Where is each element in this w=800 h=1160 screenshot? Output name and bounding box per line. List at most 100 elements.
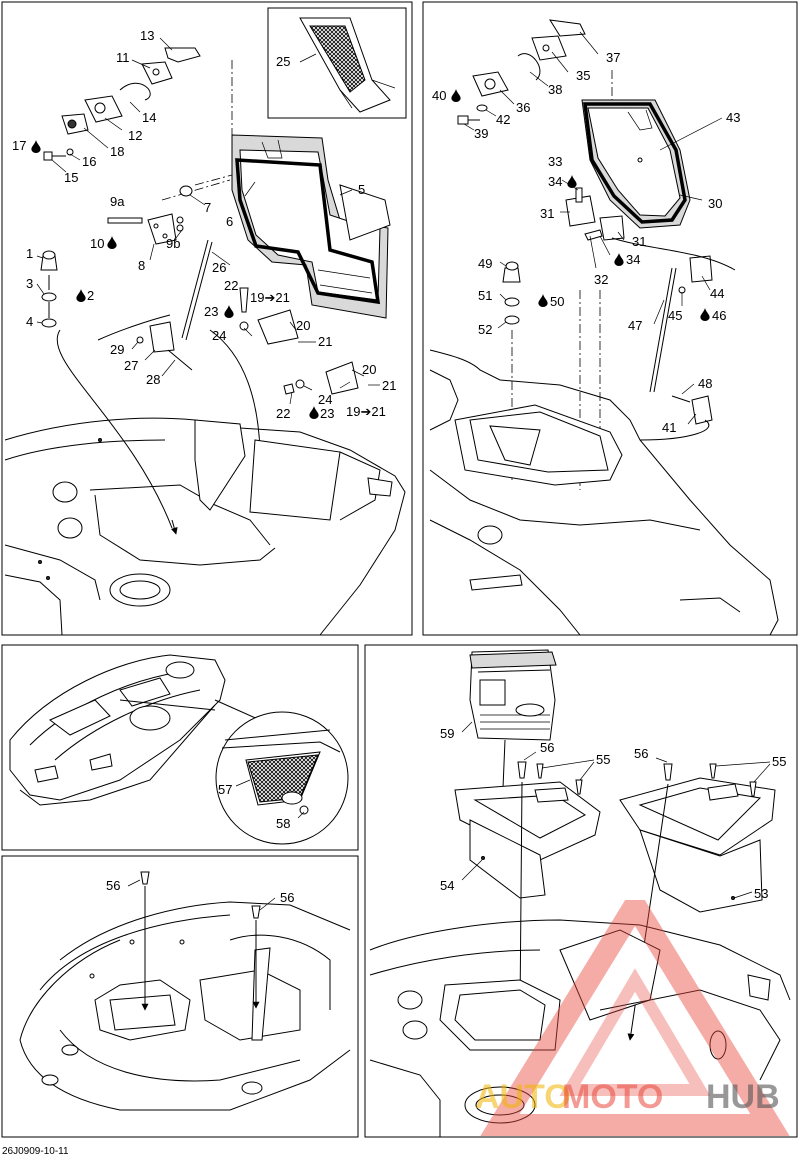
callout-24b: 24 (318, 392, 332, 407)
glue-drop-50 (538, 294, 547, 307)
callout-30: 30 (708, 196, 722, 211)
callout-40: 40 (432, 88, 446, 103)
callout-51: 51 (478, 288, 492, 303)
glue-drop-34a (567, 175, 576, 188)
callout-59: 59 (440, 726, 454, 741)
bow-screws-leaders (127, 879, 276, 911)
callout-55b: 55 (772, 754, 786, 769)
callout-33: 33 (548, 154, 562, 169)
callout-21b: 21 (382, 378, 396, 393)
callout-16: 16 (82, 154, 96, 169)
callout-11: 11 (116, 50, 130, 65)
panel-cooler-bin (364, 644, 798, 1138)
callout-41: 41 (662, 420, 676, 435)
callout-52: 52 (478, 322, 492, 337)
callout-50: 50 (550, 294, 564, 309)
callout-37: 37 (606, 50, 620, 65)
callout-36: 36 (516, 100, 530, 115)
callout-3: 3 (26, 276, 33, 291)
callout-56d: 56 (634, 746, 648, 761)
callout-46: 46 (712, 308, 726, 323)
callout-53: 53 (754, 886, 768, 901)
callout-26: 26 (212, 260, 226, 275)
glue-drop-40 (451, 89, 460, 102)
callout-56b: 56 (280, 890, 294, 905)
callout-42: 42 (496, 112, 510, 127)
callout-27: 27 (124, 358, 138, 373)
callout-7: 7 (204, 200, 211, 215)
callout-6: 6 (226, 214, 233, 229)
callout-14: 14 (142, 110, 156, 125)
callout-22a: 22 (224, 278, 238, 293)
callout-55a: 55 (596, 752, 610, 767)
callout-10: 10 (90, 236, 104, 251)
callout-20a: 20 (296, 318, 310, 333)
callout-21a: 21 (318, 334, 332, 349)
callout-4: 4 (26, 314, 33, 329)
glue-drop-17 (31, 140, 40, 153)
watermark-triangle (480, 900, 790, 1136)
callout-28: 28 (146, 372, 160, 387)
panel-bow-screws (1, 855, 359, 1138)
inset-mesh-net (267, 7, 407, 119)
callout-19b: 19➔21 (346, 404, 386, 419)
callout-24a: 24 (212, 328, 226, 343)
callout-47: 47 (628, 318, 642, 333)
rear-storage-drawing (429, 19, 779, 636)
callout-48: 48 (698, 376, 712, 391)
callout-20b: 20 (362, 362, 376, 377)
callout-2: 2 (87, 288, 94, 303)
callout-34b: 34 (626, 252, 640, 267)
callout-5: 5 (358, 182, 365, 197)
callout-1: 1 (26, 246, 33, 261)
glue-drop-46 (700, 308, 709, 321)
callout-25: 25 (276, 54, 290, 69)
callout-34a: 34 (548, 174, 562, 189)
callout-17: 17 (12, 138, 26, 153)
cooler-bin-leaders (461, 721, 771, 899)
glue-drop-23b (309, 406, 318, 419)
callout-22b: 22 (276, 406, 290, 421)
callout-29: 29 (110, 342, 124, 357)
callout-54: 54 (440, 878, 454, 893)
panel-console-glovebox (1, 644, 359, 851)
callout-31a: 31 (540, 206, 554, 221)
bow-screws-drawing (19, 871, 351, 1111)
callout-56c: 56 (540, 740, 554, 755)
watermark-hub: HUB (706, 1078, 780, 1116)
glue-drop-2 (76, 289, 85, 302)
callout-43: 43 (726, 110, 740, 125)
callout-57: 57 (218, 782, 232, 797)
glue-drop-10 (107, 236, 116, 249)
callout-39: 39 (474, 126, 488, 141)
panel-front-storage (1, 1, 413, 636)
front-storage-drawing (4, 17, 406, 636)
callout-38: 38 (548, 82, 562, 97)
watermark-auto: AUTO (475, 1078, 571, 1116)
callout-23b: 23 (320, 406, 334, 421)
glue-drop-23a (224, 305, 233, 318)
callout-19a: 19➔21 (250, 290, 290, 305)
callout-44: 44 (710, 286, 724, 301)
callout-32: 32 (594, 272, 608, 287)
front-storage-leaders (36, 37, 380, 405)
callout-labels: 13 11 14 12 18 17 16 15 9a 10 9b 8 7 6 5… (12, 28, 786, 905)
callout-8: 8 (138, 258, 145, 273)
callout-45: 45 (668, 308, 682, 323)
callout-58: 58 (276, 816, 290, 831)
callout-23a: 23 (204, 304, 218, 319)
callout-13: 13 (140, 28, 154, 43)
glue-drop-34b (614, 253, 623, 266)
callout-56a: 56 (106, 878, 120, 893)
callout-12: 12 (128, 128, 142, 143)
console-glovebox-leaders (235, 779, 305, 819)
watermark-moto: MOTO (562, 1078, 663, 1116)
callout-18: 18 (110, 144, 124, 159)
callout-9b: 9b (166, 236, 180, 251)
console-glovebox-drawing (9, 654, 349, 845)
callout-9a: 9a (110, 194, 125, 209)
diagram-code: 26J0909-10-11 (2, 1146, 69, 1157)
callout-49: 49 (478, 256, 492, 271)
callout-31b: 31 (632, 234, 646, 249)
